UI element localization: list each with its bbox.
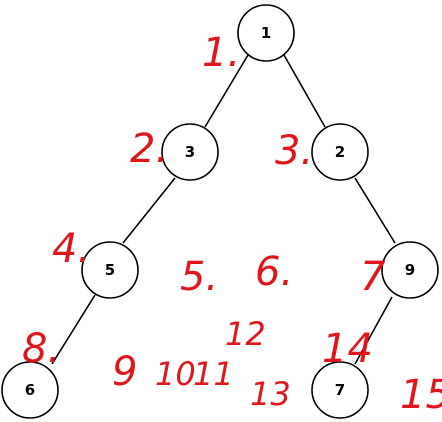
node-1: 1 [237, 4, 295, 62]
annotation-5: 5. [180, 254, 218, 300]
annotation-11: 11 [193, 355, 234, 393]
node-circle [1, 361, 59, 419]
annotations: 1. 2. 3. 4. 5. 6. 7 8. 9 10 11 12 13 14 … [22, 30, 442, 418]
node-circle [81, 241, 139, 299]
annotation-13: 13 [250, 375, 291, 413]
node-circle [311, 361, 369, 419]
annotation-3: 3. [275, 128, 313, 174]
node-2: 2 [311, 123, 369, 181]
node-3: 3 [161, 123, 219, 181]
node-label: 6 [25, 381, 35, 399]
edge-2-9 [354, 177, 396, 244]
node-circle [161, 123, 219, 181]
edge-5-6 [51, 294, 96, 365]
annotation-9: 9 [112, 349, 137, 395]
edge-9-7 [354, 296, 393, 365]
annotation-4: 4. [52, 226, 90, 272]
node-label: 3 [185, 143, 195, 161]
annotation-7: 7 [360, 254, 386, 300]
edge-1-2 [283, 54, 326, 128]
annotation-12: 12 [225, 315, 266, 353]
node-circle [237, 4, 295, 62]
node-label: 5 [105, 261, 115, 279]
node-circle [381, 241, 439, 299]
edge-1-3 [204, 54, 249, 128]
node-label: 1 [261, 24, 271, 42]
node-6: 6 [1, 361, 59, 419]
annotation-8: 8. [22, 326, 60, 372]
node-label: 2 [335, 143, 345, 161]
node-label: 9 [405, 261, 415, 279]
annotation-2: 2. [130, 126, 168, 172]
node-label: 7 [335, 381, 345, 399]
annotation-6: 6. [255, 249, 293, 295]
annotation-10: 10 [155, 355, 196, 393]
annotation-14: 14 [322, 326, 373, 372]
edges [51, 54, 396, 365]
node-5: 5 [81, 241, 139, 299]
node-9: 9 [381, 241, 439, 299]
edge-3-5 [122, 177, 176, 244]
node-circle [311, 123, 369, 181]
node-7: 7 [311, 361, 369, 419]
annotation-1: 1. [202, 30, 240, 76]
annotation-15: 15 [400, 372, 442, 418]
